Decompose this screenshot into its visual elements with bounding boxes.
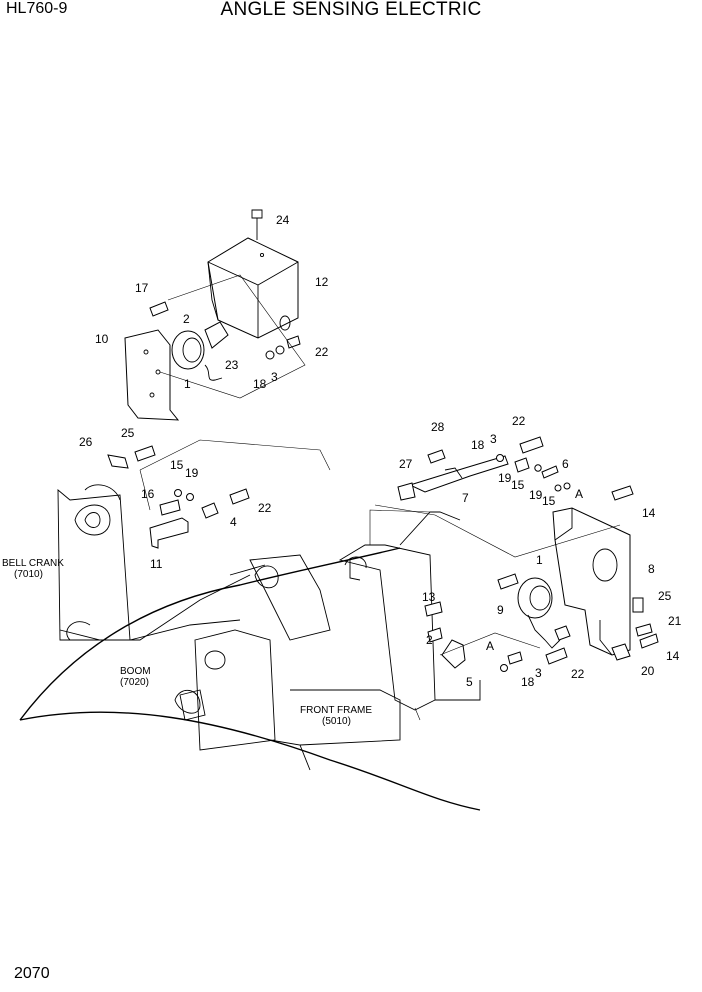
- callout-15: 15: [170, 458, 184, 472]
- bell-crank-code: (7010): [14, 569, 43, 580]
- callout-A: A: [575, 487, 583, 501]
- callout-1: 1: [184, 377, 191, 391]
- callout-3: 3: [535, 666, 542, 680]
- callout-23: 23: [225, 358, 239, 372]
- callout-18: 18: [521, 675, 535, 689]
- callout-3: 3: [271, 370, 278, 384]
- callout-19: 19: [498, 471, 512, 485]
- callout-12: 12: [315, 275, 329, 289]
- callout-22: 22: [315, 345, 329, 359]
- page-number: 2070: [14, 965, 50, 982]
- callout-19: 19: [529, 488, 543, 502]
- bell-crank-label: BELL CRANK: [2, 558, 64, 569]
- callout-A: A: [486, 639, 494, 653]
- left-link-parts: [107, 439, 331, 549]
- callout-17: 17: [135, 281, 149, 295]
- callout-22: 22: [512, 414, 526, 428]
- area-labels: BELL CRANK (7010) BOOM (7020) FRONT FRAM…: [2, 558, 372, 727]
- page-title: ANGLE SENSING ELECTRIC: [220, 0, 482, 20]
- callout-8: 8: [648, 562, 655, 576]
- callout-11: 11: [150, 557, 163, 571]
- callout-27: 27: [399, 457, 413, 471]
- callout-4: 4: [230, 515, 237, 529]
- upper-sensor-assembly: [124, 209, 306, 421]
- front-frame-code: (5010): [322, 716, 351, 727]
- callout-18: 18: [253, 377, 267, 391]
- callout-26: 26: [79, 435, 93, 449]
- callout-25: 25: [658, 589, 672, 603]
- callout-28: 28: [431, 420, 445, 434]
- callout-24: 24: [276, 213, 290, 227]
- callout-15: 15: [511, 478, 525, 492]
- callout-2: 2: [426, 633, 433, 647]
- callout-7: 7: [462, 491, 469, 505]
- callout-15: 15: [542, 494, 556, 508]
- boom-code: (7020): [120, 677, 149, 688]
- callout-2: 2: [183, 312, 190, 326]
- callouts: 24 12 17 2 10 23 1 18 3 22 26 25 15 19 1…: [79, 213, 682, 689]
- model-number: HL760-9: [6, 0, 68, 17]
- callout-9: 9: [497, 603, 504, 617]
- front-frame-label: FRONT FRAME: [300, 705, 372, 716]
- callout-22: 22: [571, 667, 585, 681]
- front-frame-structure: [19, 484, 481, 811]
- right-sensor-assembly: [374, 436, 659, 672]
- callout-19: 19: [185, 466, 199, 480]
- callout-3: 3: [490, 432, 497, 446]
- callout-1: 1: [536, 553, 543, 567]
- callout-10: 10: [95, 332, 109, 346]
- callout-5: 5: [466, 675, 473, 689]
- callout-21: 21: [668, 614, 682, 628]
- callout-14: 14: [666, 649, 680, 663]
- callout-25: 25: [121, 426, 135, 440]
- boom-label: BOOM: [120, 666, 151, 677]
- callout-22: 22: [258, 501, 272, 515]
- callout-16: 16: [141, 487, 155, 501]
- callout-6: 6: [562, 457, 569, 471]
- callout-13: 13: [422, 590, 436, 604]
- callout-18: 18: [471, 438, 485, 452]
- callout-20: 20: [641, 664, 655, 678]
- callout-14: 14: [642, 506, 656, 520]
